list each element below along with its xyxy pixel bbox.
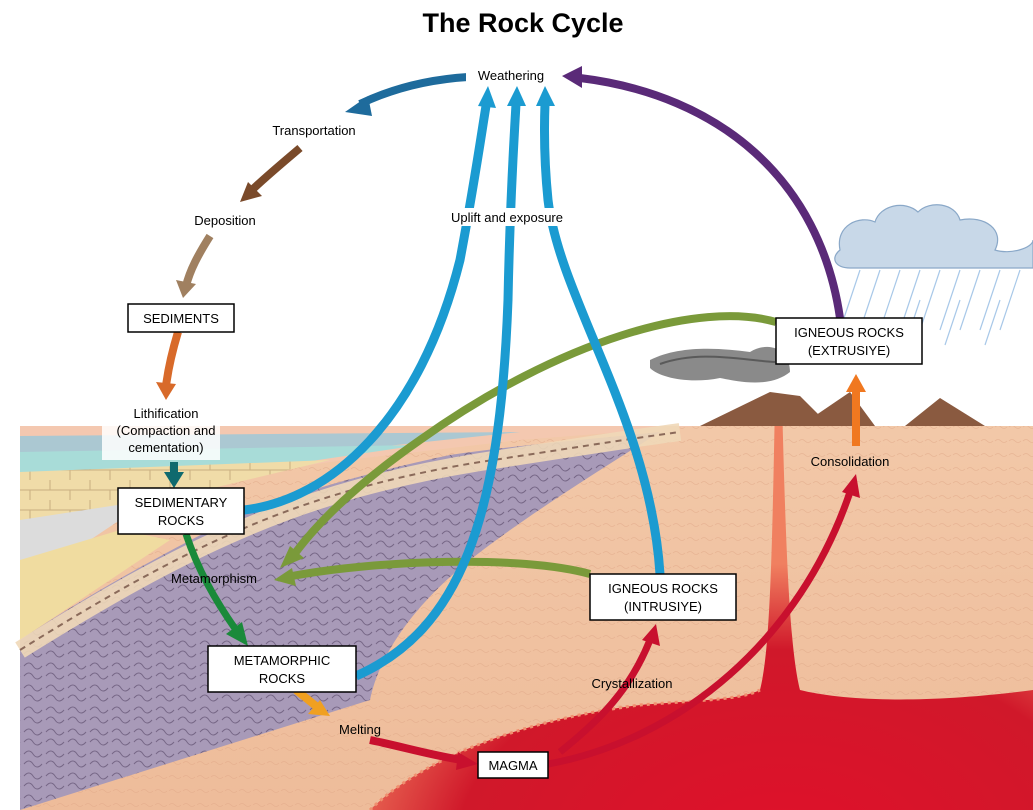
- arrow-extrusive-to-weathering: [580, 78, 840, 318]
- box-extrusive-label-2: (EXTRUSIYE): [808, 343, 890, 358]
- arrowhead-uplift-2: [507, 86, 526, 106]
- box-metamorphic-label-2: ROCKS: [259, 671, 306, 686]
- smoke-plume: [650, 347, 790, 383]
- arrowhead-weathering-purple: [562, 66, 582, 88]
- box-metamorphic-label-1: METAMORPHIC: [234, 653, 331, 668]
- arrowhead-transportation: [345, 96, 372, 116]
- label-weathering: Weathering: [478, 68, 544, 83]
- arrow-transportation-to-deposition: [250, 148, 300, 192]
- arrowhead-uplift-1: [478, 86, 496, 108]
- box-sedimentary-label-2: ROCKS: [158, 513, 205, 528]
- box-magma-label: MAGMA: [488, 758, 537, 773]
- arrow-deposition-to-sediments: [186, 236, 210, 286]
- arrowhead-sediments: [176, 280, 196, 298]
- arrowhead-lithification: [156, 382, 176, 400]
- label-uplift: Uplift and exposure: [451, 210, 563, 225]
- label-melting: Melting: [339, 722, 381, 737]
- label-deposition: Deposition: [194, 213, 255, 228]
- arrowhead-extrusive: [846, 374, 866, 392]
- diagram-title: The Rock Cycle: [422, 8, 623, 38]
- box-sedimentary-label-1: SEDIMENTARY: [135, 495, 228, 510]
- label-lithification-3: cementation): [128, 440, 203, 455]
- volcano-3: [905, 398, 985, 426]
- label-consolidation: Consolidation: [811, 454, 890, 469]
- box-extrusive-label-1: IGNEOUS ROCKS: [794, 325, 904, 340]
- arrow-sediments-to-lithification: [166, 332, 178, 386]
- label-crystallization: Crystallization: [592, 676, 673, 691]
- box-intrusive-label-1: IGNEOUS ROCKS: [608, 581, 718, 596]
- label-transportation: Transportation: [272, 123, 355, 138]
- label-lithification-2: (Compaction and: [117, 423, 216, 438]
- label-lithification-1: Lithification: [133, 406, 198, 421]
- box-intrusive-label-2: (INTRUSIYE): [624, 599, 702, 614]
- arrow-weathering-to-transportation: [360, 77, 468, 104]
- box-sediments-label: SEDIMENTS: [143, 311, 219, 326]
- arrowhead-uplift-3: [536, 86, 555, 106]
- label-metamorphism: Metamorphism: [171, 571, 257, 586]
